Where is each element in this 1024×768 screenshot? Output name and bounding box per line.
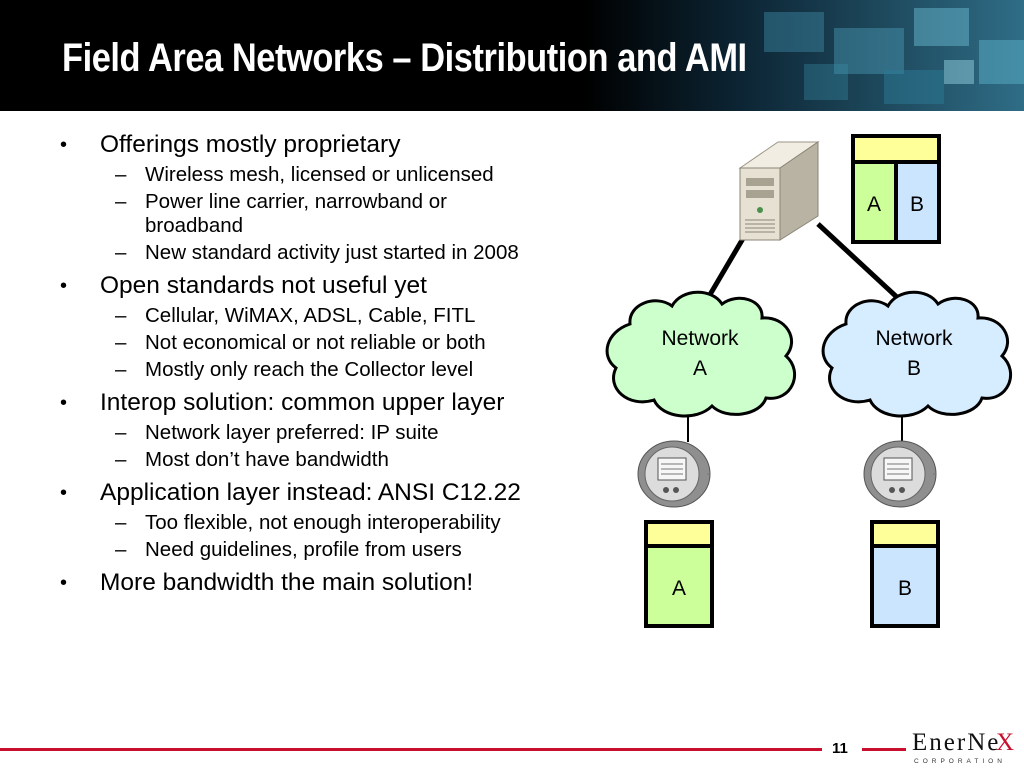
network-a-cloud: Network A	[605, 290, 797, 418]
network-a-label-line2: A	[693, 357, 707, 380]
bullet-text: Open standards not useful yet	[100, 272, 427, 299]
meter-b-protocol-stack: B	[870, 520, 940, 628]
bullet-item: • Open standards not useful yet	[60, 272, 620, 300]
meter-b-icon	[863, 440, 937, 508]
dash-marker: –	[115, 241, 127, 264]
sub-bullet-text: Need guidelines, profile from users	[145, 538, 462, 561]
sub-bullet-item: –Most don’t have bandwidth	[60, 448, 620, 472]
sub-bullet-item: –New standard activity just started in 2…	[60, 241, 620, 265]
title-banner: Field Area Networks – Distribution and A…	[0, 0, 1024, 111]
bullet-item: • More bandwidth the main solution!	[60, 569, 620, 597]
sub-bullet-text: Power line carrier, narrowband or broadb…	[145, 190, 447, 237]
sub-bullet-item: –Mostly only reach the Collector level	[60, 358, 620, 382]
server-protocol-stack: A B	[851, 134, 941, 244]
network-b-label-line2: B	[907, 357, 921, 380]
bullet-text: More bandwidth the main solution!	[100, 569, 474, 596]
network-diagram: A B Network A Network B	[605, 134, 1013, 628]
sub-bullet-item: –Not economical or not reliable or both	[60, 331, 620, 355]
dash-marker: –	[115, 358, 127, 381]
bullet-item: • Application layer instead: ANSI C12.22	[60, 479, 620, 507]
dash-marker: –	[115, 538, 127, 561]
sub-bullet-item: –Need guidelines, profile from users	[60, 538, 620, 562]
bullet-item: • Offerings mostly proprietary	[60, 131, 620, 159]
dash-marker: –	[115, 511, 127, 534]
sub-bullet-text: Most don’t have bandwidth	[145, 448, 389, 471]
sub-bullet-text: New standard activity just started in 20…	[145, 241, 519, 264]
bullet-marker: •	[60, 392, 68, 414]
footer-rule-left	[0, 748, 822, 751]
meter-a-protocol-stack: A	[644, 520, 714, 628]
logo-subtitle: CORPORATION	[914, 758, 1006, 765]
dash-marker: –	[115, 190, 127, 213]
sub-bullet-text: Wireless mesh, licensed or unlicensed	[145, 163, 494, 186]
logo-wordmark: EnerNe	[912, 729, 1000, 756]
logo-x-mark: X	[996, 729, 1014, 756]
sub-bullet-item: –Too flexible, not enough interoperabili…	[60, 511, 620, 535]
network-b-cloud: Network B	[821, 290, 1013, 418]
footer-rule-right	[862, 748, 906, 751]
server-icon	[738, 141, 820, 241]
sub-bullet-item: –Power line carrier, narrowband or broad…	[60, 190, 620, 238]
sub-bullet-item: –Network layer preferred: IP suite	[60, 421, 620, 445]
network-b-label-line1: Network	[875, 327, 953, 350]
bullet-text: Offerings mostly proprietary	[100, 131, 401, 158]
dash-marker: –	[115, 448, 127, 471]
slide-title: Field Area Networks – Distribution and A…	[62, 36, 747, 80]
page-number: 11	[832, 740, 848, 757]
meter-b-stack-label: B	[898, 577, 912, 600]
bullet-text: Interop solution: common upper layer	[100, 389, 505, 416]
sub-bullet-text: Not economical or not reliable or both	[145, 331, 486, 354]
enernex-logo: EnerNe X CORPORATION	[912, 729, 1014, 765]
dash-marker: –	[115, 163, 127, 186]
bullet-marker: •	[60, 275, 68, 297]
dash-marker: –	[115, 421, 127, 444]
meter-a-icon	[637, 440, 711, 508]
header-background-art	[584, 0, 1024, 111]
sub-bullet-text: Network layer preferred: IP suite	[145, 421, 439, 444]
bullet-list: •Offerings mostly proprietary –Wireless …	[60, 124, 620, 601]
bullet-marker: •	[60, 572, 68, 594]
meter-a-stack-label: A	[672, 577, 686, 600]
link-server-network-b	[816, 222, 902, 302]
sub-bullet-item: –Cellular, WiMAX, ADSL, Cable, FITL	[60, 304, 620, 328]
server-stack-label-a: A	[867, 193, 881, 216]
bullet-marker: •	[60, 482, 68, 504]
dash-marker: –	[115, 304, 127, 327]
sub-bullet-text: Too flexible, not enough interoperabilit…	[145, 511, 501, 534]
network-a-label-line1: Network	[661, 327, 739, 350]
server-stack-label-b: B	[910, 193, 924, 216]
sub-bullet-item: –Wireless mesh, licensed or unlicensed	[60, 163, 620, 187]
bullet-marker: •	[60, 134, 68, 156]
sub-bullet-text: Mostly only reach the Collector level	[145, 358, 474, 381]
dash-marker: –	[115, 331, 127, 354]
bullet-text: Application layer instead: ANSI C12.22	[100, 479, 521, 506]
link-server-network-a	[705, 228, 751, 300]
bullet-item: • Interop solution: common upper layer	[60, 389, 620, 417]
sub-bullet-text: Cellular, WiMAX, ADSL, Cable, FITL	[145, 304, 476, 327]
